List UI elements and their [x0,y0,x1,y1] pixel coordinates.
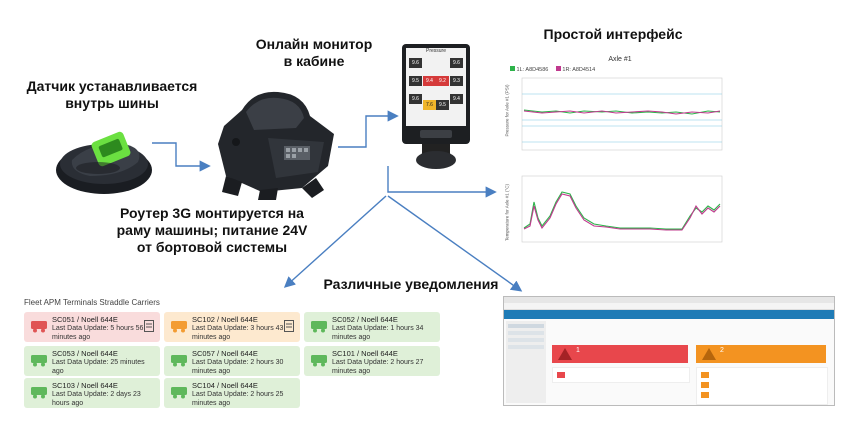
notifications-browser-window: 1 2 [503,296,835,406]
fleet-card-title: SC053 / Noell 644E [52,349,118,358]
sidebar-item[interactable] [508,338,544,342]
arrow-sensor-to-router [152,142,211,172]
series-line-magenta [523,110,721,115]
browser-sidebar [506,321,546,403]
sidebar-item[interactable] [508,331,544,335]
truck-icon [701,392,709,398]
tire-value: 9.6 [409,94,422,104]
tire-value: 9.6 [409,58,422,68]
chart-bottom-ylabel: Temperature for Axle #1 (°C) [504,183,510,242]
alert-panel-red: 1 [552,345,688,363]
series-line-green [523,191,721,230]
fleet-card-update: Last Data Update: 1 hours 34 minutes ago [332,325,424,341]
fleet-card-update: Last Data Update: 2 days 23 hours ago [52,391,141,407]
fleet-card-update: Last Data Update: 2 hours 30 minutes ago [192,359,284,375]
tire-value-alert: 9.4 [423,76,436,86]
pressure-chart [521,77,723,151]
truck-icon [701,382,709,388]
tire-value: 9.4 [450,94,463,104]
notifications-label: Различные уведомления [323,276,499,292]
arrow-router-to-monitor [338,110,399,148]
legend-swatch-magenta [555,66,561,71]
temperature-chart [521,175,723,243]
alert-count-red: 1 [576,347,580,354]
truck-icon [171,321,187,333]
fleet-card-title: SC102 / Noell 644E [192,315,258,324]
document-icon[interactable] [144,320,154,332]
series-line-magenta [523,193,721,231]
truck-icon [31,387,47,399]
alert-list-orange [696,367,828,405]
fleet-card-update: Last Data Update: 25 minutes ago [52,359,145,375]
alert-count-orange: 2 [720,347,724,354]
document-icon[interactable] [284,320,294,332]
interface-label: Простой интерфейс [543,26,683,42]
tire-value-warning: 7.6 [423,100,436,110]
truck-icon [311,321,327,333]
cabin-monitor-device: Pressure 9.6 9.5 9.6 7.6 9.6 9.3 9.4 9.5… [400,44,472,170]
fleet-card-update: Last Data Update: 2 hours 25 minutes ago [192,391,284,407]
fleet-card-update: Last Data Update: 5 hours 56 minutes ago [52,325,144,341]
legend-item: 1L: A8D4586 [516,67,549,73]
fleet-title: Fleet APM Terminals Straddle Carriers [24,298,160,307]
chart-legend: 1L: A8D4586 1R: A8D4514 [510,66,595,73]
arrow-router-to-interface [387,166,497,198]
router-label: Роутер 3G монтируется на раму машины; пи… [116,205,308,255]
browser-nav-bar [504,310,834,319]
monitor-label: Онлайн монитор в кабине [255,36,373,69]
tire-sensor-image [56,131,152,194]
truck-icon [557,372,565,378]
truck-icon [31,355,47,367]
truck-icon [171,355,187,367]
fleet-card-title: SC104 / Noell 644E [192,381,258,390]
fleet-card-title: SC057 / Noell 644E [192,349,258,358]
tire-value: 9.6 [450,58,463,68]
fleet-card-title: SC051 / Noell 644E [52,315,118,324]
legend-item: 1R: A8D4514 [562,67,596,73]
alert-panel-orange: 2 [696,345,826,363]
fleet-card-title: SC103 / Noell 644E [52,381,118,390]
chart-top-title: Axle #1 [608,56,632,63]
arrow-to-fleet-list [283,195,387,288]
warning-icon [558,348,572,360]
monitor-header: Pressure [425,48,446,54]
truck-icon [171,387,187,399]
truck-icon [701,372,709,378]
tire-value: 9.5 [436,100,449,110]
sidebar-item[interactable] [508,345,544,349]
warning-icon [702,348,716,360]
fleet-card-update: Last Data Update: 3 hours 43 minutes ago [192,325,284,341]
arrow-to-browser [387,195,523,292]
alert-list-red [552,367,690,383]
sensor-label: Датчик устанавливается внутрь шины [26,78,198,111]
tire-value: 9.5 [409,76,422,86]
fleet-card-title: SC101 / Noell 644E [332,349,398,358]
browser-address-bar [504,303,834,310]
truck-icon [311,355,327,367]
fleet-card-title: SC052 / Noell 644E [332,315,398,324]
router-3g-image [218,91,334,200]
tire-value-alert: 9.2 [436,76,449,86]
browser-tab-bar [504,297,834,303]
fleet-card-update: Last Data Update: 2 hours 27 minutes ago [332,359,424,375]
sidebar-item[interactable] [508,324,544,328]
tire-value: 9.3 [450,76,463,86]
truck-icon [31,321,47,333]
chart-top-ylabel: Pressure for Axle #1 (PSI) [504,84,510,137]
legend-swatch-green [510,66,515,71]
